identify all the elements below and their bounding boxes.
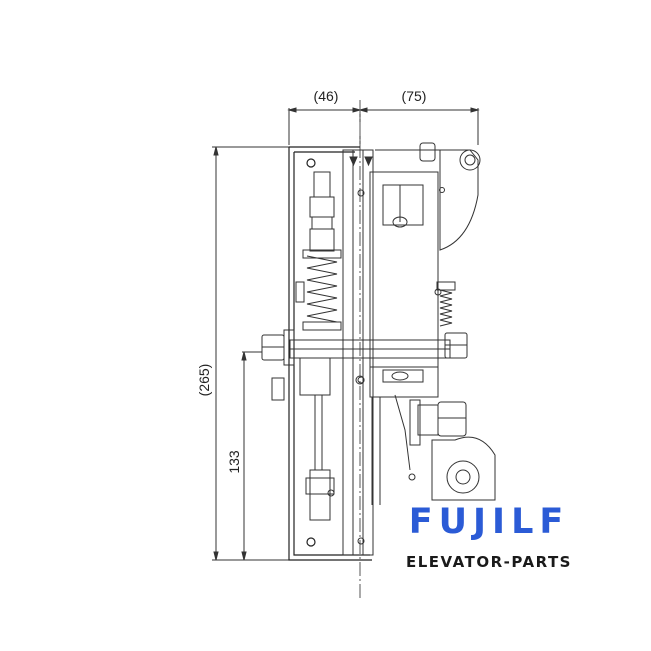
height-dimension-overall — [212, 146, 292, 561]
dimension-label-overall-height: (265) — [196, 364, 212, 397]
central-plate — [342, 149, 374, 556]
dimension-label-top-left: (46) — [314, 88, 339, 104]
brand-logo: FUJILF — [408, 502, 570, 542]
brand-subtitle: ELEVATOR-PARTS — [406, 553, 572, 571]
cross-bar — [261, 288, 468, 366]
lower-bracket — [355, 366, 439, 505]
spring-assembly — [295, 171, 342, 331]
dimension-label-lower-height: 133 — [226, 450, 242, 474]
right-spring — [436, 281, 456, 327]
brand-watermark: FUJILF ELEVATOR-PARTS — [383, 502, 595, 572]
dimension-label-top-right: (75) — [402, 88, 427, 104]
left-linkage — [271, 357, 335, 521]
lower-roller — [408, 399, 496, 501]
height-dimension-lower — [241, 351, 262, 561]
top-dimension — [287, 107, 480, 145]
